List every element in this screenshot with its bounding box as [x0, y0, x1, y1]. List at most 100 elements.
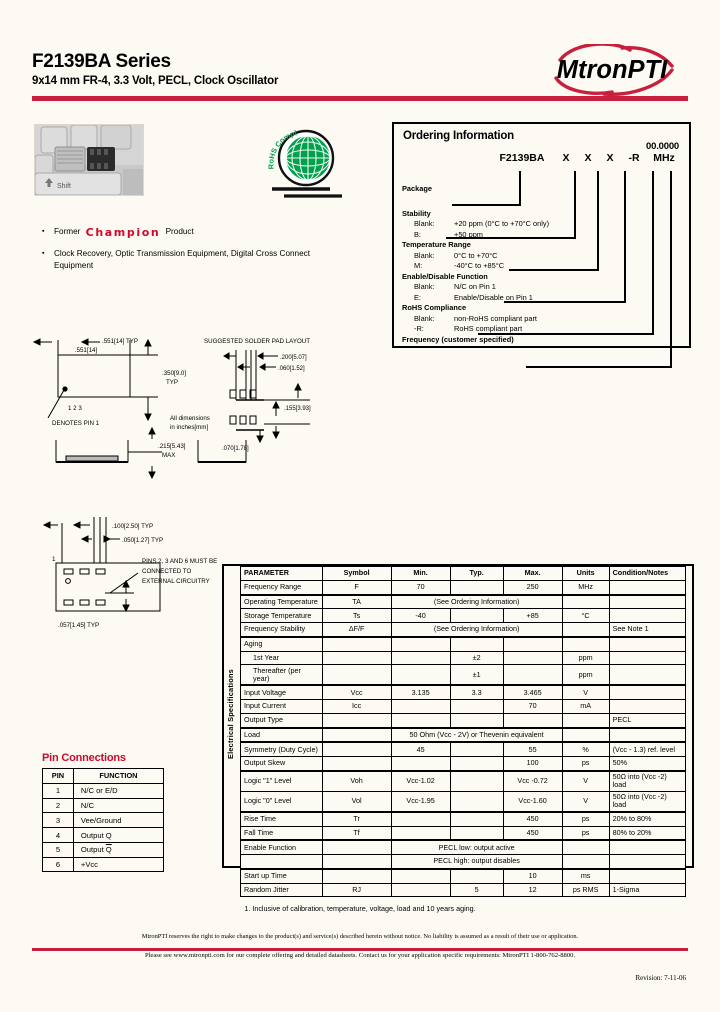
- table-cell: Output Skew: [240, 756, 323, 772]
- table-cell: [561, 712, 610, 729]
- table-cell: Icc: [321, 699, 392, 714]
- dim-side-height-1: .215[5.43]: [158, 443, 186, 450]
- table-cell: [321, 756, 392, 772]
- pn-base: F2139BA: [499, 152, 545, 164]
- table-cell: [561, 726, 610, 743]
- dim-bot-a: .100[2.50] TYP: [112, 523, 153, 530]
- table-cell: ppm: [561, 650, 610, 666]
- table-cell: Fall Time: [240, 825, 323, 841]
- ordering-section-enable: Enable/Disable Function: [402, 271, 488, 281]
- table-cell: ps: [561, 756, 610, 772]
- table-cell: [390, 882, 451, 898]
- table-cell: 50Ω into (Vcc -2) load: [608, 769, 687, 792]
- col-header: Min.: [390, 566, 451, 581]
- col-header: Condition/Notes: [608, 566, 687, 581]
- ordering-option: Blank:non-RoHS compliant part: [414, 313, 537, 323]
- table-cell: MHz: [561, 579, 610, 596]
- header-divider: [32, 96, 688, 101]
- table-cell: Frequency Range: [240, 579, 323, 596]
- table-cell: ps: [561, 810, 610, 827]
- table-cell: Vcc-1.95: [390, 790, 451, 813]
- table-cell: [608, 608, 687, 624]
- col-header: Typ.: [449, 566, 504, 581]
- table-cell: [449, 769, 504, 792]
- bullet-icon: ▪: [42, 228, 45, 235]
- table-cell: 10: [502, 867, 563, 884]
- leader-v-freq: [670, 171, 672, 368]
- dim-pad-b: .060[1.52]: [278, 366, 305, 372]
- dim-pad-d: .070[1.78]: [222, 446, 249, 452]
- dim-pad-a: .200[5.07]: [280, 355, 307, 361]
- mtronpti-logo: MtronPTI: [526, 44, 698, 96]
- table-cell: [502, 664, 563, 686]
- rohs-compliant-icon: RoHS Compliant: [256, 119, 354, 200]
- table-cell: See Note 1: [608, 622, 687, 638]
- ordering-information-box: Ordering Information 00.0000 F2139BA X X…: [392, 122, 691, 368]
- photo-caption: Shift: [57, 183, 71, 190]
- table-cell: [321, 650, 392, 666]
- table-cell: [502, 650, 563, 666]
- part-number-string: 00.0000 F2139BA X X X -R MHz: [394, 141, 689, 164]
- page-title-block: F2139BA Series 9x14 mm FR-4, 3.3 Volt, P…: [32, 52, 278, 87]
- table-cell: [390, 810, 451, 827]
- table-cell: ps: [561, 825, 610, 841]
- table-cell: Vcc: [321, 684, 392, 701]
- pn-slot-4: -R: [628, 152, 640, 164]
- contact-text: Please see www.mtronpti.com for our comp…: [144, 952, 576, 959]
- table-cell: 450: [502, 825, 563, 841]
- leader-h-stability: [446, 237, 576, 239]
- solder-pad-title: SUGGESTED SOLDER PAD LAYOUT: [204, 338, 310, 345]
- table-cell: [390, 635, 451, 652]
- table-cell: [608, 839, 687, 856]
- dim-bot-b: .050[1.27] TYP: [122, 537, 163, 544]
- table-cell: ΔF/F: [321, 622, 392, 638]
- table-cell: Input Current: [240, 699, 323, 714]
- table-cell: [321, 867, 392, 884]
- table-cell: (See Ordering Information): [390, 593, 563, 610]
- ordering-section-rohs: RoHS Compliance: [402, 303, 467, 313]
- table-row: 6+Vcc: [42, 856, 165, 873]
- table-cell: 50 Ohm (Vcc - 2V) or Thevenin equivalent: [390, 726, 563, 743]
- table-cell: ps RMS: [561, 882, 610, 898]
- table-cell: [561, 839, 610, 856]
- table-cell: 450: [502, 810, 563, 827]
- col-header: Symbol: [321, 566, 392, 581]
- table-cell: -40: [390, 608, 451, 624]
- table-cell: 70: [502, 699, 563, 714]
- electrical-spec-side-label: Electrical Specifications: [225, 668, 235, 760]
- ordering-option: -R:RoHS compliant part: [414, 324, 523, 334]
- table-cell: F: [321, 579, 392, 596]
- table-cell: PECL low: output active: [390, 839, 563, 856]
- ordering-option: B:+50 ppm: [414, 229, 483, 239]
- table-cell: Load: [240, 726, 323, 743]
- table-row: Aging: [240, 635, 687, 652]
- table-cell: 12: [502, 882, 563, 898]
- table-cell: V: [561, 769, 610, 792]
- table-cell: [321, 664, 392, 686]
- table-cell: [449, 608, 504, 624]
- bullet-prefix: Former: [54, 227, 81, 236]
- col-header: PARAMETER: [240, 566, 323, 581]
- table-cell: [608, 699, 687, 714]
- table-cell: [390, 699, 451, 714]
- bullet-text: Clock Recovery, Optic Transmission Equip…: [54, 248, 311, 271]
- table-cell: [390, 664, 451, 686]
- champion-wordmark: Champion: [85, 226, 161, 239]
- table-cell: 5: [449, 882, 504, 898]
- table-cell: Frequency Stability: [240, 622, 323, 638]
- table-cell: 250: [502, 579, 563, 596]
- leader-h-freq: [526, 366, 672, 368]
- units-note-2: in inches[mm]: [170, 424, 208, 431]
- table-row: 5 Output Q: [42, 841, 165, 858]
